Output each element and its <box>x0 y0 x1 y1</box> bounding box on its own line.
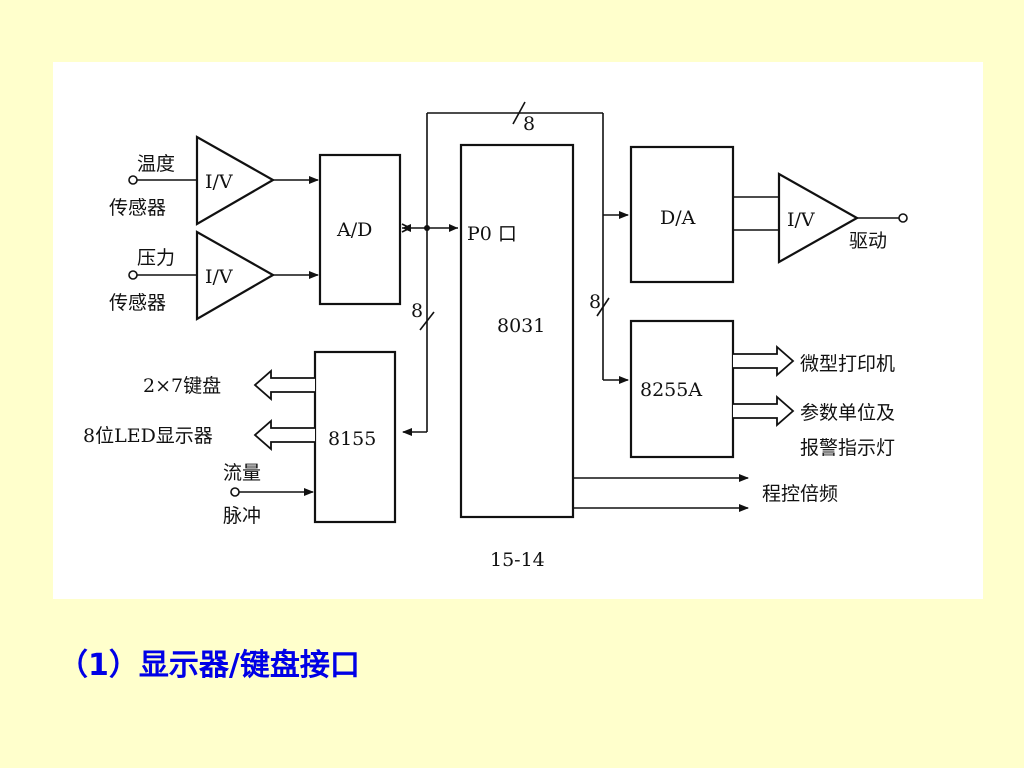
iv-label-pressure: I/V <box>205 266 233 288</box>
iv-amplifier-temperature <box>195 135 276 226</box>
pressure-sensor-label-2: 传感器 <box>109 292 166 314</box>
iv-label-output: I/V <box>787 209 815 231</box>
indicator-bus-arrow <box>733 395 795 427</box>
cpu-8031-block <box>459 143 575 519</box>
block-diagram-panel: 温度 传感器 I/V 压力 传感器 I/V A/D 8 8 8 P0 口 803… <box>53 62 983 599</box>
right-bus-width-label: 8 <box>589 291 601 313</box>
drive-label: 驱动 <box>849 230 887 252</box>
ad-label: A/D <box>336 219 372 241</box>
flow-pulse-label: 流量 <box>223 462 261 484</box>
chip-8155-label: 8155 <box>328 428 376 450</box>
slide-caption: （1）显示器/键盘接口 <box>58 648 360 683</box>
temperature-sensor-label: 温度 <box>137 153 175 175</box>
ad-converter-block <box>318 153 402 306</box>
iv-amplifier-pressure <box>195 230 276 321</box>
top-bus-width-label: 8 <box>523 113 535 135</box>
p0-port-label: P0 口 <box>467 223 517 245</box>
da-label: D/A <box>660 207 696 229</box>
indicator-label-2: 报警指示灯 <box>800 437 895 459</box>
freq-multiplier-label: 程控倍频 <box>762 483 838 505</box>
temperature-sensor-label-2: 传感器 <box>109 197 166 219</box>
figure-number: 15-14 <box>490 549 545 571</box>
flow-pulse-label-2: 脉冲 <box>223 505 261 527</box>
pressure-sensor-label: 压力 <box>137 247 175 269</box>
left-bus-width-label: 8 <box>411 300 423 322</box>
printer-bus-arrow <box>733 345 795 377</box>
keyboard-label: 2×7键盘 <box>143 375 221 397</box>
da-converter-block <box>629 145 735 284</box>
cpu-8031-label: 8031 <box>497 315 545 337</box>
chip-8155-block <box>313 350 397 524</box>
printer-label: 微型打印机 <box>800 353 895 375</box>
drive-output-terminal <box>898 213 908 223</box>
block-diagram: 温度 传感器 I/V 压力 传感器 I/V A/D 8 8 8 P0 口 803… <box>83 101 908 571</box>
temperature-input-terminal <box>128 175 138 185</box>
chip-8255a-label: 8255A <box>640 379 702 401</box>
flow-pulse-terminal <box>230 487 240 497</box>
display-label: 8位LED显示器 <box>83 425 213 447</box>
iv-amplifier-output <box>777 172 860 264</box>
pressure-input-terminal <box>128 270 138 280</box>
iv-label-temperature: I/V <box>205 171 233 193</box>
display-bus-arrow <box>253 419 315 451</box>
chip-8255a-block <box>629 319 735 459</box>
keyboard-bus-arrow <box>253 369 315 401</box>
indicator-label: 参数单位及 <box>800 402 895 424</box>
